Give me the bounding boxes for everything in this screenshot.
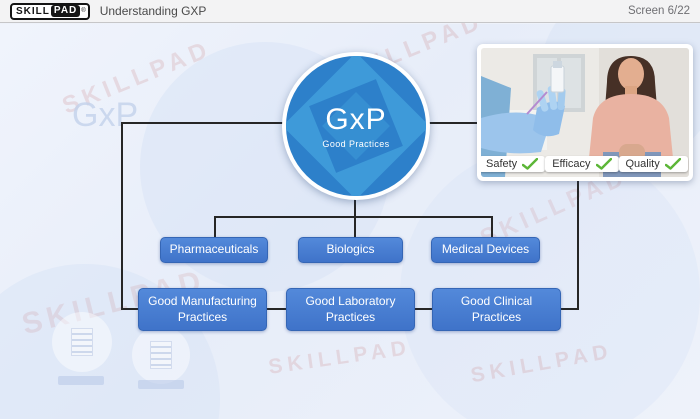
check-icon [595,158,612,170]
badge-row: Safety Efficacy Quality [481,156,689,172]
connector-center-drop [354,197,356,218]
faded-document-decoration [52,312,112,372]
badge-safety: Safety [481,156,546,172]
page-title: Understanding GXP [99,4,207,18]
node-good-manufacturing-practices[interactable]: Good Manufacturing Practices [138,288,267,331]
faded-button-decoration [58,376,104,385]
connector-left-vertical [121,122,123,310]
badge-efficacy: Efficacy [545,156,619,172]
gxp-node-subtitle: Good Practices [322,139,390,149]
background-circle-decoration [400,144,700,419]
node-biologics[interactable]: Biologics [298,237,403,263]
watermark-gxp-text: GxP [72,96,139,134]
gxp-center-node[interactable]: GxP Good Practices [282,52,430,200]
connector-drop-pharmaceuticals [214,216,216,239]
registered-mark: ® [81,8,86,14]
node-pharmaceuticals[interactable]: Pharmaceuticals [160,237,268,263]
connector-left-horizontal [121,122,284,124]
check-icon [664,158,681,170]
photo-card[interactable]: Safety Efficacy Quality [477,44,693,181]
node-medical-devices[interactable]: Medical Devices [431,237,540,263]
document-icon [150,341,172,369]
photo-illustration: Safety Efficacy Quality [481,48,689,177]
node-good-laboratory-practices[interactable]: Good Laboratory Practices [286,288,415,331]
clinic-photo-illustration [481,48,689,177]
connector-drop-medical-devices [491,216,493,239]
check-icon [522,158,539,170]
node-good-clinical-practices[interactable]: Good Clinical Practices [432,288,561,331]
faded-document-decoration [132,326,190,384]
watermark-text: SKILLPAD [267,336,413,379]
connector-right-horizontal [429,122,479,124]
document-icon [71,328,93,356]
badge-efficacy-label: Efficacy [552,158,591,170]
connector-drop-biologics [354,216,356,239]
logo-pad-text: PAD [50,5,81,17]
screen-counter: Screen 6/22 [627,5,690,17]
logo-skill-text: SKILL [16,5,50,17]
gxp-node-title: GxP [325,103,387,136]
aperture-pattern-decoration [286,56,426,196]
badge-safety-label: Safety [486,158,518,170]
connector-middle-branch [214,216,493,218]
connector-image-vertical [577,178,579,310]
badge-quality: Quality [618,156,688,172]
badge-quality-label: Quality [625,158,660,170]
gxp-node-text: GxP Good Practices [286,56,426,196]
faded-button-decoration [138,380,184,389]
